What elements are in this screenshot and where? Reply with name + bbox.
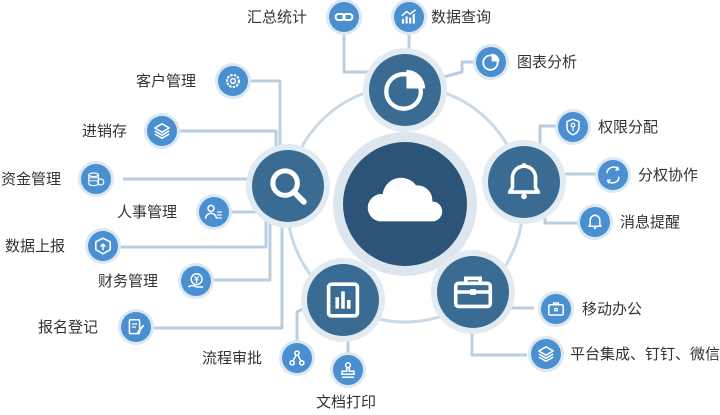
feature-label-data-report: 数据上报: [5, 237, 66, 255]
feature-icon-collab: [598, 160, 628, 190]
cloud-icon: [367, 177, 443, 222]
feature-icon-print: [333, 355, 363, 385]
feature-icon-integration: [531, 339, 561, 369]
group-node-query: [252, 150, 324, 222]
feature-label-funds: 资金管理: [1, 170, 62, 188]
connector-line: [149, 204, 284, 330]
bell-icon: [588, 214, 602, 230]
feature-icon-data-report: [88, 231, 118, 261]
feature-label-data-query: 数据查询: [431, 8, 492, 26]
feature-label-print: 文档打印: [316, 393, 377, 411]
feature-icon-permission: [558, 112, 588, 142]
feature-icon-inventory: [147, 116, 177, 146]
growth-chart-icon: [401, 9, 417, 24]
briefcase-icon: [548, 302, 564, 316]
feature-icon-approval: [282, 343, 312, 373]
pie-chart-icon: [482, 53, 500, 71]
bar-chart-icon: [326, 282, 360, 318]
feature-icon-finance: [181, 266, 211, 296]
connector-line: [123, 177, 274, 181]
feature-label-summary: 汇总统计: [247, 8, 308, 26]
feature-icon-chart-analysis: [476, 47, 506, 77]
connector-line: [102, 200, 268, 249]
feature-icon-hr: [199, 197, 229, 227]
link-icon: [334, 12, 354, 22]
yuan-hand-icon: [187, 273, 204, 288]
feature-label-finance: 财务管理: [98, 272, 159, 290]
group-node-office: [437, 256, 509, 328]
feature-icon-reminder: [580, 207, 610, 237]
box-upload-icon: [95, 237, 111, 255]
shield-key-icon: [566, 118, 580, 136]
feature-icon-customer: [218, 66, 248, 96]
feature-label-chart-analysis: 图表分析: [517, 53, 578, 71]
pie-chart-icon: [384, 69, 426, 111]
feature-label-approval: 流程审批: [202, 349, 263, 367]
feature-icon-summary: [329, 2, 359, 32]
group-node-report: [307, 264, 379, 336]
center-hub: [343, 142, 467, 266]
feature-icon-mobile: [541, 294, 571, 324]
layers-icon: [154, 123, 170, 140]
feature-icon-funds: [81, 164, 111, 194]
feature-label-permission: 权限分配: [598, 118, 659, 136]
user-list-icon: [204, 204, 222, 219]
group-node-analysis: [369, 54, 441, 126]
form-edit-icon: [128, 319, 145, 335]
group-node-notify: [488, 146, 560, 218]
stamp-icon: [341, 362, 355, 378]
feature-label-integration: 平台集成、钉钉、微信: [570, 345, 720, 363]
feature-icon-signup: [121, 312, 151, 342]
coins-icon: [88, 172, 105, 187]
search-icon: [270, 168, 307, 205]
feature-icon-data-query: [394, 2, 424, 32]
flow-nodes-icon: [289, 350, 305, 366]
feature-label-customer: 客户管理: [136, 72, 197, 90]
toolbox-icon: [453, 276, 493, 309]
layers-icon: [538, 346, 554, 363]
gear-icon: [225, 73, 241, 89]
feature-label-collab: 分权协作: [638, 166, 699, 184]
feature-label-signup: 报名登记: [38, 318, 99, 336]
connector-line: [251, 79, 282, 162]
feature-label-mobile: 移动办公: [582, 300, 643, 318]
cycle-arrows-icon: [606, 166, 620, 184]
feature-label-hr: 人事管理: [117, 203, 178, 221]
feature-label-reminder: 消息提醒: [620, 213, 681, 231]
connector-line: [212, 202, 272, 282]
bell-icon: [507, 163, 541, 200]
feature-label-inventory: 进销存: [82, 122, 128, 140]
